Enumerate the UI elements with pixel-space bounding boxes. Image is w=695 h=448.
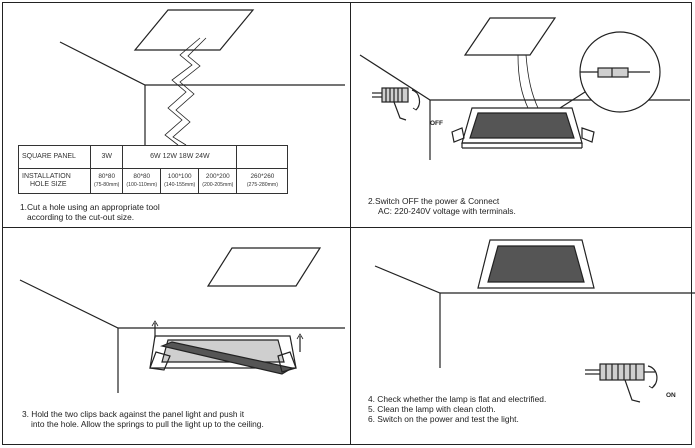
step3-caption: 3. Hold the two clips back against the p…: [22, 409, 264, 429]
cell-main: 80*80: [98, 173, 116, 180]
step4-line1: 4. Check whether the lamp is flat and el…: [368, 394, 547, 404]
cell-sub: (200-205mm): [202, 182, 234, 188]
step5-line: 5. Clean the lamp with clean cloth.: [368, 404, 496, 414]
cell-main: 80*80: [133, 173, 151, 180]
table-header-blank: [236, 145, 289, 169]
step4-caption: 4. Check whether the lamp is flat and el…: [368, 394, 546, 424]
step3-insertion-illustration: [19, 247, 345, 393]
step2-line2: AC: 220-240V voltage with terminals.: [378, 206, 516, 216]
cell-main: 260*260: [250, 173, 275, 180]
step4-finished-illustration: [374, 239, 695, 403]
row-label-line2: HOLE SIZE: [30, 181, 67, 188]
table-header-wattages: 6W 12W 18W 24W: [122, 145, 238, 169]
panel-divider-vertical: [350, 2, 351, 445]
step6-line: 6. Switch on the power and test the ligh…: [368, 414, 519, 424]
cell-main: 200*200: [205, 173, 230, 180]
table-cell: 200*200 (200-205mm): [198, 168, 238, 194]
cell-sub: (140-155mm): [164, 182, 196, 188]
step2-line1: 2.Switch OFF the power & Connect: [368, 196, 500, 206]
step3-line1: 3. Hold the two clips back against the p…: [22, 409, 245, 419]
hole-size-table: SQUARE PANEL 3W 6W 12W 18W 24W INSTALLAT…: [18, 145, 289, 194]
table-cell: 80*80 (75-80mm): [89, 168, 124, 194]
table-header-3w: 3W: [89, 145, 124, 169]
off-label: OFF: [430, 120, 443, 127]
table-cell: 80*80 (100-110mm): [122, 168, 162, 194]
table-cell: 260*260 (275-280mm): [236, 168, 289, 194]
table-cell: 100*100 (140-155mm): [160, 168, 200, 194]
cell-sub: (75-80mm): [94, 182, 120, 188]
step1-line1: 1.Cut a hole using an appropriate tool: [20, 202, 160, 212]
cell-main: 100*100: [167, 173, 192, 180]
on-label: ON: [666, 392, 676, 399]
panel-divider-horizontal: [2, 227, 692, 228]
step2-wiring-illustration: [359, 17, 690, 160]
table-row-label: INSTALLATION HOLE SIZE: [18, 168, 91, 194]
row-label-line1: INSTALLATION: [22, 173, 71, 180]
step1-cutout-illustration: [59, 9, 345, 146]
step2-caption: 2.Switch OFF the power & Connect AC: 220…: [368, 196, 516, 216]
cell-sub: (275-280mm): [246, 182, 278, 188]
step1-line2: according to the cut-out size.: [27, 212, 135, 222]
step1-caption: 1.Cut a hole using an appropriate tool a…: [20, 202, 160, 222]
table-header-square-panel: SQUARE PANEL: [18, 145, 91, 169]
step3-line2: into the hole. Allow the springs to pull…: [31, 419, 264, 429]
cell-sub: (100-110mm): [126, 182, 158, 188]
